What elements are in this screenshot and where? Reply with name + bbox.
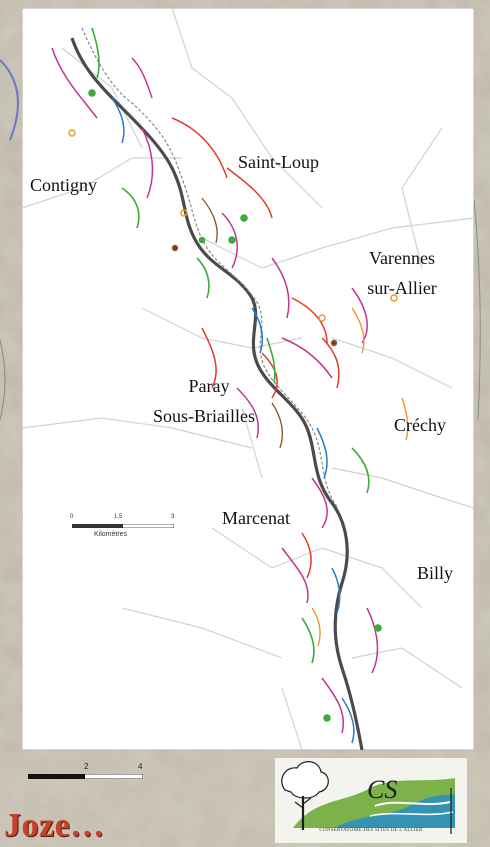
river-allier bbox=[70, 27, 364, 750]
place-label-varennes-line-1: Varennes bbox=[369, 248, 435, 268]
tree-icon bbox=[281, 761, 329, 830]
place-label-marcenat: Marcenat bbox=[222, 508, 290, 528]
outer-scale-tick-4: 4 bbox=[138, 762, 143, 771]
habitat-green bbox=[88, 27, 382, 722]
habitat-orange bbox=[68, 129, 409, 647]
place-label-billy: Billy bbox=[417, 563, 454, 583]
outer-scale-bar-graphic bbox=[28, 774, 143, 779]
background-scale-bar: 2 4 bbox=[20, 762, 145, 784]
scale-bar-graphic bbox=[72, 524, 174, 528]
scale-unit-label: Kilomètres bbox=[94, 531, 128, 538]
place-label-paray-sous-briailles: Paray Sous-Briailles bbox=[124, 375, 284, 427]
place-label-crechy: Créchy bbox=[394, 415, 446, 435]
outer-scale-tick-2: 2 bbox=[84, 762, 89, 771]
scale-tick-0: 0 bbox=[70, 514, 74, 520]
bottom-title: Joze… bbox=[4, 807, 105, 844]
habitat-red bbox=[171, 117, 340, 579]
main-map-panel bbox=[22, 8, 474, 750]
commune-boundaries bbox=[22, 8, 474, 750]
logo-initials: CS bbox=[367, 775, 397, 804]
place-label-varennes-sur-allier: Varennes sur-Allier bbox=[352, 247, 452, 299]
place-label-varennes-line-2: sur-Allier bbox=[367, 278, 437, 298]
place-label-saint-loup: Saint-Loup bbox=[238, 152, 319, 172]
conservatoire-logo: CS bbox=[275, 758, 467, 843]
logo-caption: CONSERVATOIRE DES SITES DE L'ALLIER bbox=[319, 828, 423, 833]
habitat-brown bbox=[171, 197, 338, 449]
scale-bar: 0 1,5 3 Kilomètres bbox=[64, 514, 184, 564]
place-label-paray-line-2: Sous-Briailles bbox=[153, 406, 255, 426]
place-label-contigny: Contigny bbox=[30, 175, 98, 195]
scale-tick-2: 3 bbox=[171, 514, 175, 520]
place-label-paray-line-1: Paray bbox=[188, 376, 230, 396]
habitat-magenta bbox=[51, 47, 379, 734]
scale-tick-1: 1,5 bbox=[114, 514, 123, 520]
habitat-blue bbox=[111, 97, 355, 744]
